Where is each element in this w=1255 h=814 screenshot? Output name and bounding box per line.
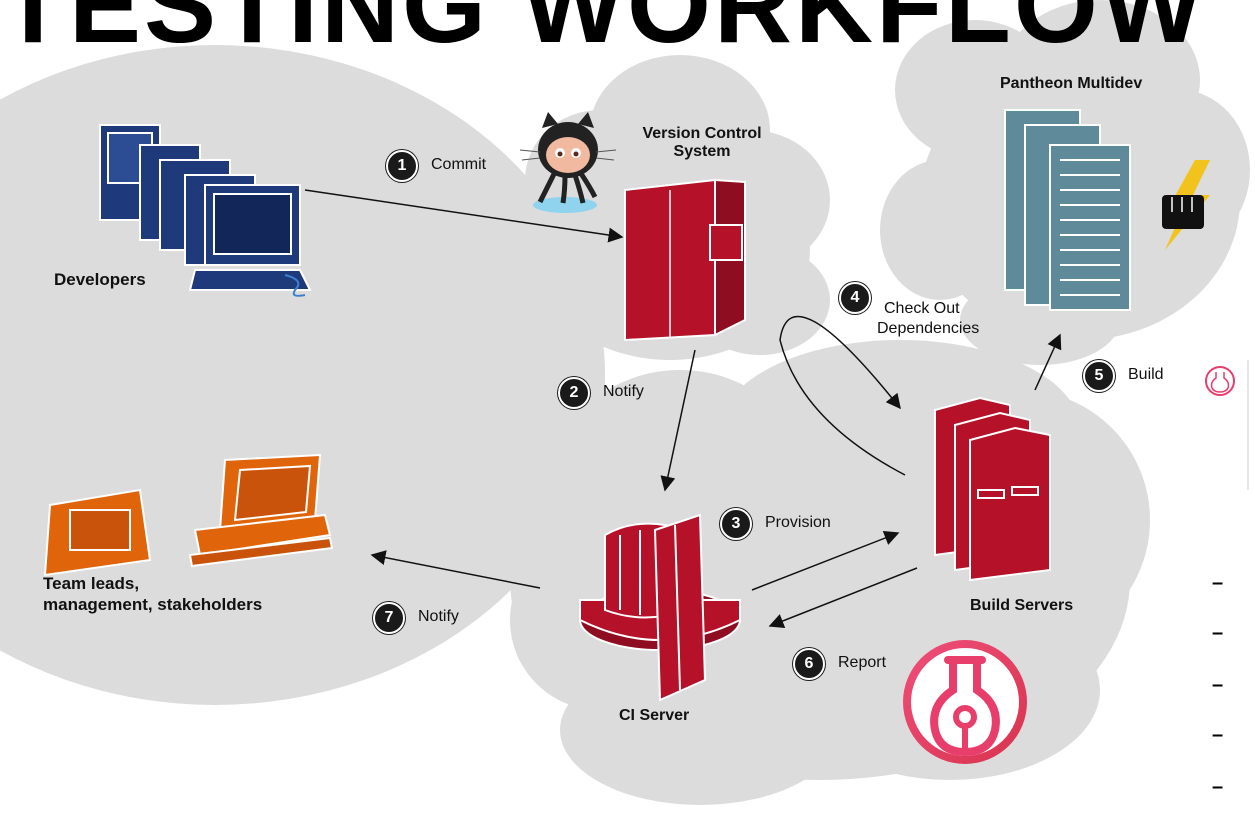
notify-ci-arrow xyxy=(660,349,696,492)
build-servers-label: Build Servers xyxy=(970,597,1074,614)
step-1-badge: 1 xyxy=(386,150,418,182)
developers-computers-icon xyxy=(99,124,312,297)
developers-label: Developers xyxy=(54,270,146,289)
ci-server-icon xyxy=(579,513,741,702)
step-3-label: Provision xyxy=(765,514,831,531)
provision-arrow xyxy=(751,530,900,591)
step-4-label-line1: Check Out xyxy=(884,300,960,317)
step-4-label-line2: Dependencies xyxy=(877,320,980,337)
pantheon-servers-icon xyxy=(1004,109,1131,311)
vcs-label: Version Control System xyxy=(642,125,762,160)
workflow-arrows xyxy=(304,189,1062,629)
build-arrow xyxy=(1034,333,1062,391)
step-2-badge: 2 xyxy=(558,377,590,409)
step-2-label: Notify xyxy=(603,383,644,400)
stakeholders-label-line1: Team leads, xyxy=(43,574,140,593)
bullet-dash: – xyxy=(1212,674,1224,696)
step-6-badge: 6 xyxy=(793,648,825,680)
vcs-server-icon xyxy=(624,178,746,342)
github-octocat-icon xyxy=(519,112,617,213)
bullet-dash: – xyxy=(1212,724,1224,746)
stakeholder-devices-icon xyxy=(43,453,334,577)
step-6-label: Report xyxy=(838,654,887,671)
page-title: TESTING WORKFLOW xyxy=(0,0,1206,65)
checkout-arrow xyxy=(779,315,906,476)
step-4-badge: 4 xyxy=(839,282,871,314)
step-5-badge: 5 xyxy=(1083,360,1115,392)
pantheon-logo-icon xyxy=(1162,160,1210,250)
step-3-badge: 3 xyxy=(720,508,752,540)
small-testing-logo-icon xyxy=(1205,360,1249,490)
bullet-dash: – xyxy=(1212,572,1224,594)
step-1-label: Commit xyxy=(431,156,487,173)
notify-stakeholders-arrow xyxy=(370,550,541,589)
bullet-dash: – xyxy=(1212,622,1224,644)
report-arrow xyxy=(768,567,918,629)
step-5-label: Build xyxy=(1128,366,1164,383)
step-7-badge: 7 xyxy=(373,602,405,634)
ci-server-label: CI Server xyxy=(619,707,690,724)
commit-arrow xyxy=(304,189,624,243)
pantheon-label: Pantheon Multidev xyxy=(1000,75,1143,92)
stakeholders-label-line2: management, stakeholders xyxy=(43,595,263,614)
step-7-label: Notify xyxy=(418,608,459,625)
bullet-dash: – xyxy=(1212,776,1224,798)
build-servers-icon xyxy=(934,396,1051,582)
testing-logo-icon xyxy=(903,640,1027,764)
